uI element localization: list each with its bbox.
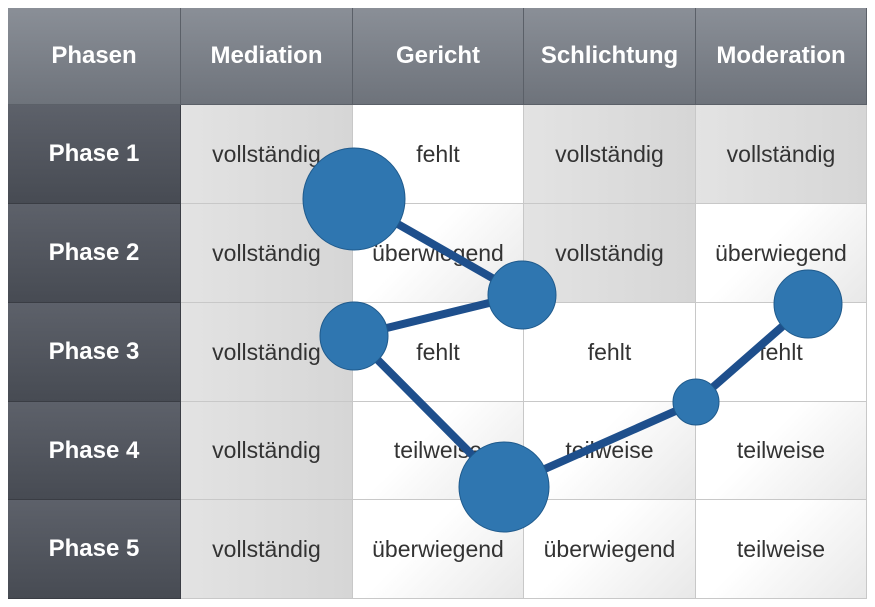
row-header-phase-5: Phase 5 (8, 500, 181, 599)
column-header-mediation: Mediation (181, 8, 353, 105)
table-cell: fehlt (524, 303, 696, 402)
table-cell: fehlt (353, 303, 524, 402)
table-cell: vollständig (181, 105, 353, 204)
table-cell: fehlt (353, 105, 524, 204)
row-header-phase-3: Phase 3 (8, 303, 181, 402)
table-cell: vollständig (696, 105, 867, 204)
table-cell: teilweise (524, 402, 696, 500)
column-header-schlichtung: Schlichtung (524, 8, 696, 105)
table-cell: vollständig (181, 402, 353, 500)
table-cell: vollständig (524, 204, 696, 303)
table-cell: überwiegend (696, 204, 867, 303)
table-cell: vollständig (524, 105, 696, 204)
row-header-phase-1: Phase 1 (8, 105, 181, 204)
table-cell: teilweise (696, 500, 867, 599)
table-cell: überwiegend (524, 500, 696, 599)
corner-header: Phasen (8, 8, 181, 105)
table-cell: vollständig (181, 500, 353, 599)
table-cell: vollständig (181, 204, 353, 303)
column-header-gericht: Gericht (353, 8, 524, 105)
table-cell: vollständig (181, 303, 353, 402)
table-cell: überwiegend (353, 500, 524, 599)
table-cell: fehlt (696, 303, 867, 402)
column-header-moderation: Moderation (696, 8, 867, 105)
table-cell: teilweise (696, 402, 867, 500)
table-cell: überwiegend (353, 204, 524, 303)
table-cell: teilweise (353, 402, 524, 500)
row-header-phase-4: Phase 4 (8, 402, 181, 500)
row-header-phase-2: Phase 2 (8, 204, 181, 303)
